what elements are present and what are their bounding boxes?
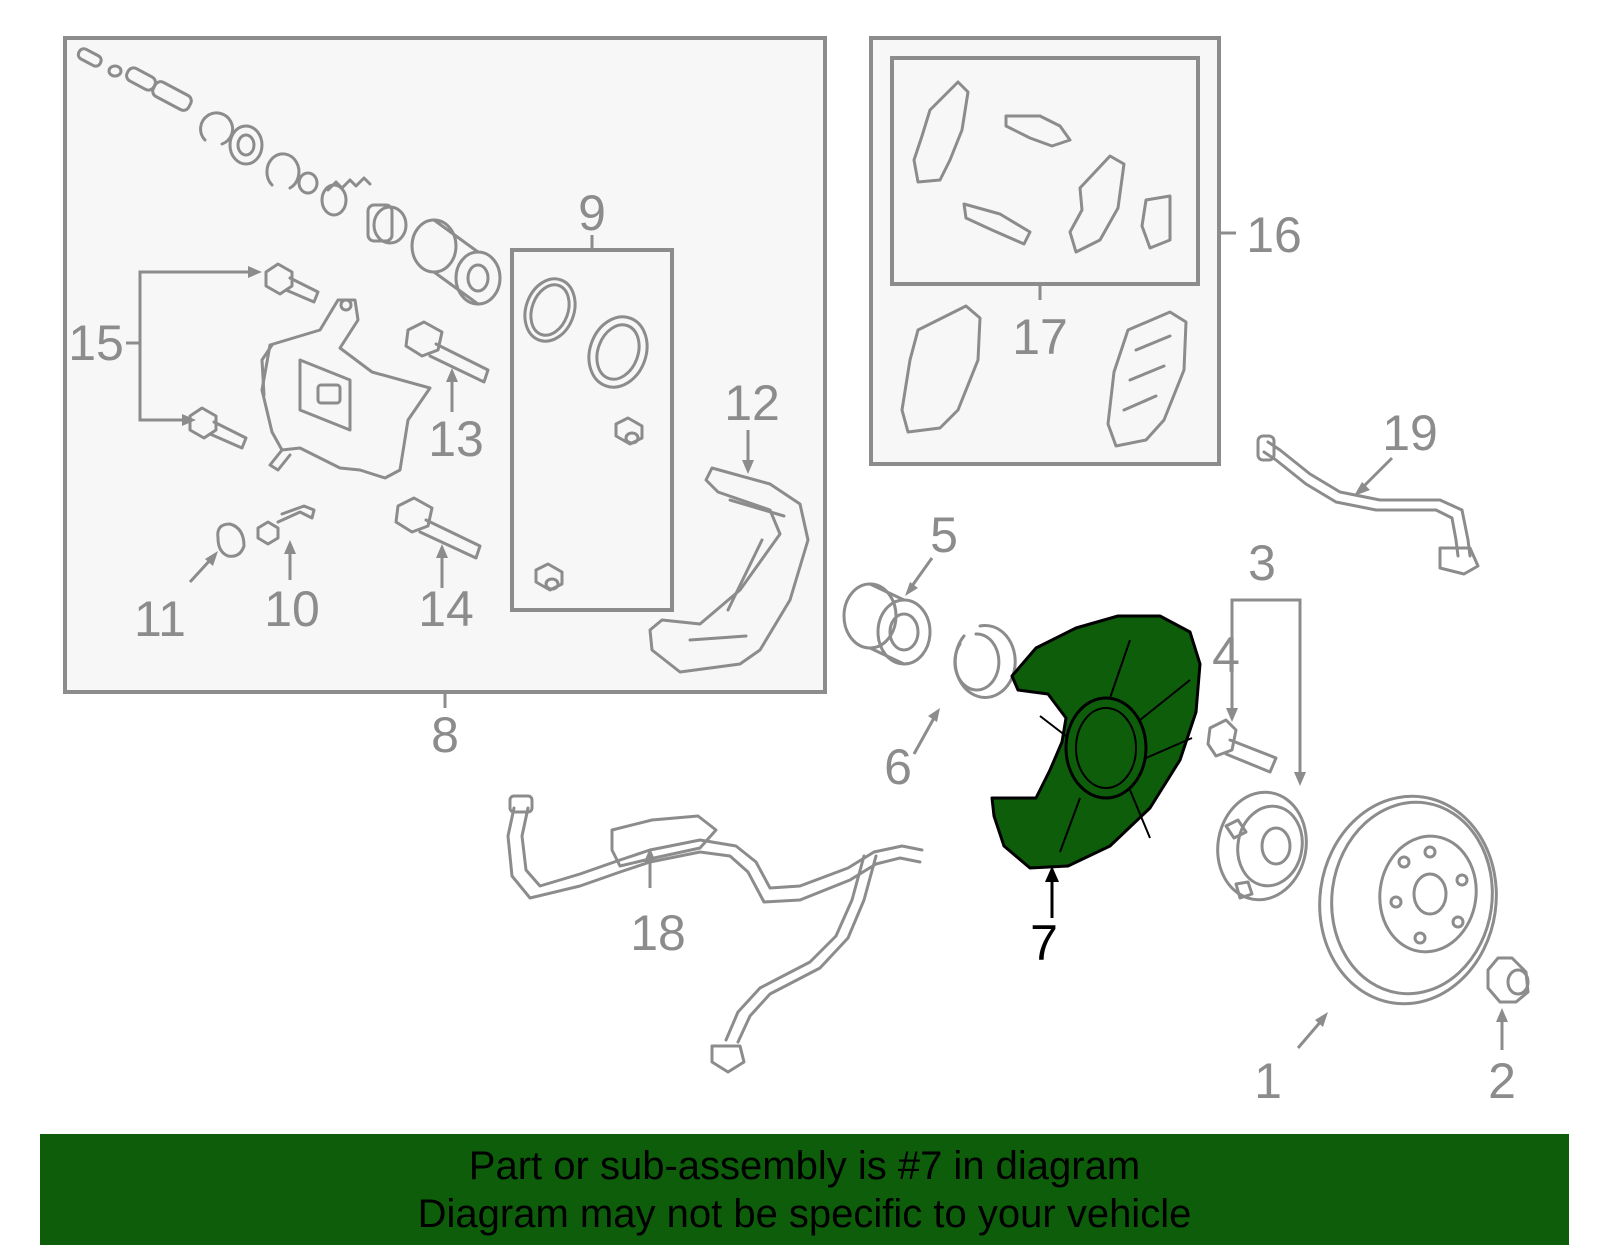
guide-pin-13 [404, 320, 490, 412]
callout-18: 18 [630, 905, 686, 961]
callout-3: 3 [1248, 535, 1276, 591]
callout-14: 14 [418, 581, 474, 637]
guide-pin-14 [394, 496, 482, 588]
hub-assembly [1206, 598, 1308, 902]
snap-ring [912, 623, 1017, 755]
callout-11: 11 [134, 591, 186, 647]
callout-1: 1 [1254, 1053, 1282, 1109]
callout-2: 2 [1488, 1053, 1516, 1109]
callout-19: 19 [1382, 405, 1438, 461]
pad-set-box [869, 36, 1236, 466]
bleeder-screw [256, 504, 316, 580]
info-banner: Part or sub-assembly is #7 in diagram Di… [40, 1134, 1569, 1245]
callout-16: 16 [1246, 207, 1302, 263]
callout-13: 13 [428, 411, 484, 467]
callout-8: 8 [431, 707, 459, 763]
brake-rotor [1296, 794, 1498, 1049]
dust-shield [990, 614, 1202, 918]
callout-6: 6 [884, 739, 912, 795]
bleeder-cap [188, 522, 246, 584]
hub-nut [1486, 956, 1530, 1050]
brake-hose [1256, 434, 1480, 576]
caliper-assembly-box [63, 36, 827, 708]
callout-17: 17 [1012, 309, 1068, 365]
banner-part-line: Part or sub-assembly is #7 in diagram [468, 1143, 1141, 1188]
caliper-bracket [648, 430, 810, 674]
callout-9: 9 [578, 185, 606, 241]
callout-5: 5 [930, 507, 958, 563]
bracket-bolt-upper [264, 262, 320, 304]
leader-15 [126, 266, 262, 426]
abs-sensor-harness [506, 794, 924, 1074]
caliper-body [260, 298, 432, 480]
callout-4: 4 [1212, 627, 1240, 683]
callout-10: 10 [264, 581, 320, 637]
bracket-bolt-lower [188, 406, 248, 450]
caliper-small-parts [76, 47, 502, 306]
wheel-bearing [842, 557, 934, 666]
callout-12: 12 [724, 375, 780, 431]
callout-7-selected: 7 [1030, 915, 1058, 971]
callout-15: 15 [68, 315, 124, 371]
banner-disclaimer-line: Diagram may not be specific to your vehi… [417, 1191, 1192, 1236]
seal-kit-box [510, 235, 674, 612]
